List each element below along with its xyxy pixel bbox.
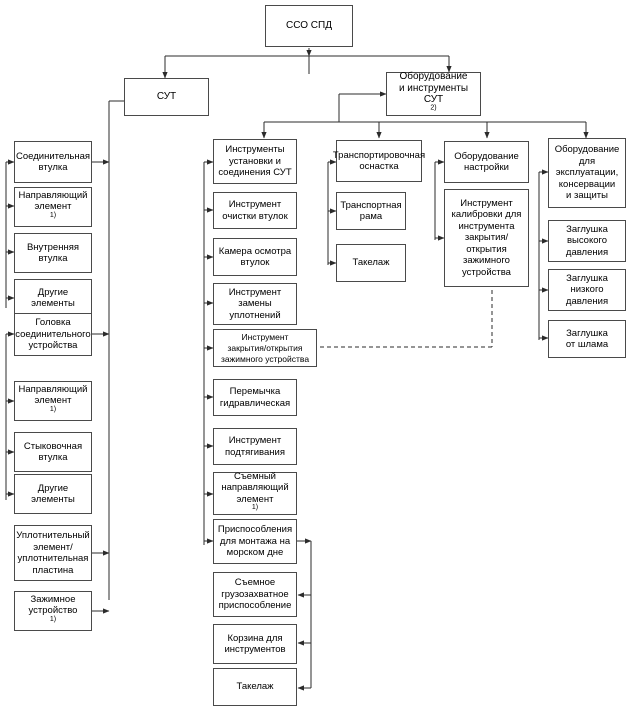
node-col2-7[interactable]: Приспособления для монтажа на морском дн… (213, 519, 297, 564)
node-label-wrap: Заглушка низкого давления (565, 272, 609, 307)
node-col1-3[interactable]: Другие элементы (14, 279, 92, 317)
node-col2sub-0[interactable]: Съемное грузозахватное приспособление (213, 572, 297, 617)
node-label-wrap: Уплотнительный элемент/ уплотнительная п… (16, 530, 90, 576)
node-label-wrap: Приспособления для монтажа на морском дн… (217, 524, 293, 559)
node-col2-3[interactable]: Инструмент закрытия/открытия зажимного у… (213, 329, 317, 367)
node-sut[interactable]: СУТ (124, 78, 209, 116)
node-label-wrap: Транспортировочная оснастка (332, 149, 426, 173)
node-label-wrap: Инструмент очистки втулок (222, 199, 288, 222)
node-label-wrap: Стыковочная втулка (23, 440, 83, 464)
node-label-wrap: Заглушка от шлама (565, 327, 609, 351)
node-col4-0[interactable]: Инструмент калибровки для инструмента за… (444, 189, 529, 287)
node-label-wrap: Инструмент замены уплотнений (228, 286, 282, 321)
node-label-wrap: Головка соединительного устройства (15, 317, 91, 352)
node-col1-8[interactable]: Уплотнительный элемент/ уплотнительная п… (14, 525, 92, 581)
node-col5-1[interactable]: Заглушка низкого давления (548, 269, 626, 311)
node-label-wrap: Такелаж (352, 257, 390, 269)
node-col2sub-1[interactable]: Корзина для инструментов (213, 624, 297, 664)
node-col2-4[interactable]: Перемычка гидравлическая (213, 379, 297, 416)
node-label-wrap: Перемычка гидравлическая (219, 386, 291, 409)
node-label-wrap: Такелаж (236, 681, 274, 693)
node-col1-0[interactable]: Соединительная втулка (14, 141, 92, 183)
node-label-wrap: Инструменты установки и соединения СУТ (218, 144, 292, 179)
node-col1-7[interactable]: Другие элементы (14, 474, 92, 514)
node-label-wrap: Инструмент закрытия/открытия зажимного у… (220, 331, 310, 364)
node-col3-0[interactable]: Транспортная рама (336, 192, 406, 230)
footnote-marker: 1) (49, 405, 57, 413)
node-col5-header[interactable]: Оборудование для эксплуатации, консервац… (548, 138, 626, 208)
node-col2-1[interactable]: Камера осмотра втулок (213, 238, 297, 276)
node-label-wrap: Внутренняя втулка (26, 241, 80, 265)
node-label-wrap: Другие элементы (31, 482, 75, 506)
node-col5-2[interactable]: Заглушка от шлама (548, 320, 626, 358)
node-root[interactable]: ССО СПД (265, 5, 353, 47)
node-col2sub-2[interactable]: Такелаж (213, 668, 297, 706)
node-label-wrap: Оборудование для эксплуатации, консервац… (554, 144, 620, 202)
node-label-wrap: Соединительная втулка (16, 150, 91, 174)
node-label: СУТ (156, 91, 177, 103)
node-col2-header[interactable]: Инструменты установки и соединения СУТ (213, 139, 297, 184)
footnote-marker: 1) (49, 615, 57, 623)
node-label-wrap: Другие элементы (31, 286, 75, 310)
node-col1-4[interactable]: Головка соединительного устройства (14, 313, 92, 356)
footnote-marker: 2) (430, 104, 437, 112)
node-label-wrap: Оборудование настройки (454, 150, 519, 174)
node-col2-0[interactable]: Инструмент очистки втулок (213, 192, 297, 229)
node-label-wrap: Корзина для инструментов (224, 632, 286, 656)
node-label: ССО СПД (286, 20, 332, 32)
node-label-wrap: Транспортная рама (340, 199, 402, 223)
node-label-wrap: Камера осмотра втулок (218, 245, 292, 269)
node-col3-header[interactable]: Транспортировочная оснастка (332, 140, 426, 182)
node-col1-2[interactable]: Внутренняя втулка (14, 233, 92, 273)
node-col5-0[interactable]: Заглушка высокого давления (548, 220, 626, 262)
node-label-wrap: Инструмент подтягивания (225, 435, 285, 458)
node-label-wrap: Заглушка высокого давления (565, 223, 609, 258)
node-label-wrap: Съемное грузозахватное приспособление (218, 577, 292, 612)
footnote-marker: 1) (49, 211, 57, 219)
node-col2-2[interactable]: Инструмент замены уплотнений (213, 283, 297, 325)
node-col2-5[interactable]: Инструмент подтягивания (213, 428, 297, 465)
footnote-marker: 1) (251, 503, 259, 511)
node-col4-header[interactable]: Оборудование настройки (444, 141, 529, 183)
node-label-wrap: Инструмент калибровки для инструмента за… (451, 197, 522, 278)
node-col3-1[interactable]: Такелаж (336, 244, 406, 282)
node-col1-6[interactable]: Стыковочная втулка (14, 432, 92, 472)
